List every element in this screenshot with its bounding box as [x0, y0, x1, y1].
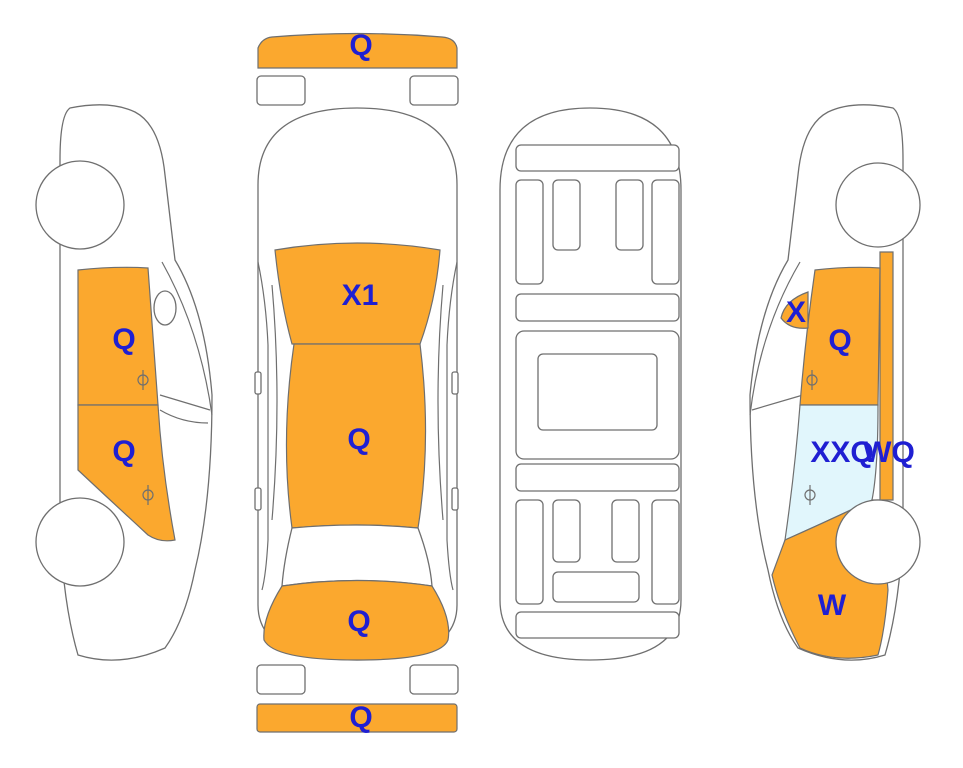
- rear-left-light: [256, 664, 306, 695]
- left-front-wheel: [35, 160, 125, 250]
- left-rear-wheel: [35, 497, 125, 587]
- rear-bumper[interactable]: [256, 703, 458, 733]
- right-mirror: [451, 371, 459, 395]
- rear-window: [281, 524, 433, 587]
- front-left-light: [256, 75, 306, 106]
- right-front-pillar[interactable]: [780, 291, 809, 329]
- right-front-pillar-code: X: [785, 296, 807, 329]
- right-rear-wheel: [835, 499, 921, 585]
- left-rear-door-code: Q: [112, 435, 136, 468]
- right-rear-quarter-code: W: [817, 589, 847, 622]
- right-side-view: [749, 104, 921, 661]
- right-front-door-code: Q: [828, 324, 852, 357]
- front-bumper-code: Q: [349, 29, 373, 62]
- roof-code: Q: [347, 423, 371, 456]
- top-view: [254, 32, 459, 733]
- front-bumper[interactable]: [257, 32, 458, 69]
- hood-code: X1: [341, 279, 379, 312]
- right-front-wheel: [835, 162, 921, 248]
- trunk[interactable]: [263, 579, 450, 661]
- front-right-light: [409, 75, 459, 106]
- right-rear-pillar-code: WQ: [863, 436, 915, 469]
- left-side-view: [35, 104, 213, 661]
- right-rear-marker: [451, 487, 459, 511]
- left-front-door[interactable]: [77, 266, 159, 406]
- left-mirror: [254, 371, 262, 395]
- left-rear-marker: [254, 487, 262, 511]
- trunk-code: Q: [347, 605, 371, 638]
- hood[interactable]: [274, 242, 441, 345]
- rear-bumper-code: Q: [349, 701, 373, 734]
- right-rear-pillar[interactable]: [879, 251, 894, 501]
- left-mirror-side: [153, 290, 177, 326]
- right-rear-door-glass-code: XXQ: [810, 436, 874, 469]
- left-rear-door[interactable]: [77, 404, 176, 542]
- underbody-view: [499, 107, 682, 661]
- left-front-door-code: Q: [112, 323, 136, 356]
- rear-right-light: [409, 664, 459, 695]
